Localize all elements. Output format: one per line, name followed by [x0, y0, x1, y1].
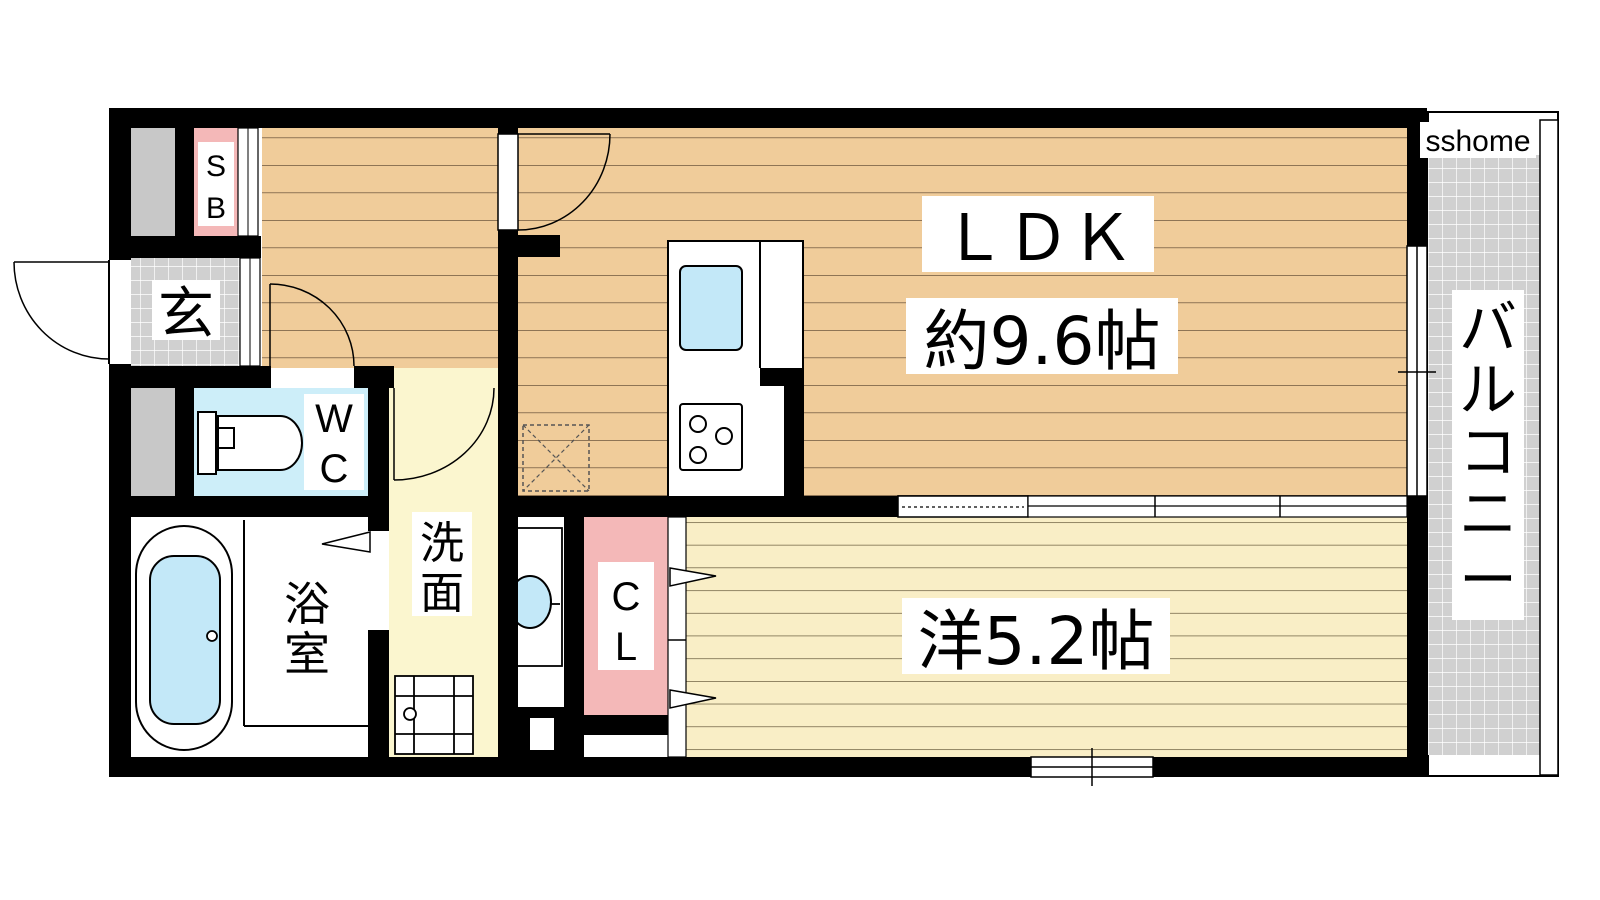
balcony-label-char-2: ル — [1459, 356, 1517, 424]
bathtub — [135, 525, 233, 751]
upper-corridor-floor — [262, 128, 500, 368]
watermark-text: sshome — [1425, 125, 1530, 158]
ldk-size-label: 約9.6帖 — [924, 303, 1161, 380]
ldk-label: ＬＤＫ — [942, 202, 1134, 276]
window-balcony — [1398, 245, 1436, 497]
entrance-door — [13, 260, 110, 364]
balcony-label-char-4: ニ — [1459, 480, 1517, 548]
refrigerator-space — [522, 424, 590, 492]
toilet-fixture — [197, 411, 303, 475]
toilet-label-line2: C — [320, 447, 349, 491]
shoe-box-label-line1: S — [206, 150, 226, 183]
storage-gray-upper — [131, 128, 175, 238]
balcony-label-char-5: ー — [1459, 546, 1517, 614]
balcony-label-char-1: バ — [1459, 294, 1517, 362]
closet-label-line2: L — [615, 625, 637, 669]
entrance-label: 玄 — [158, 282, 214, 347]
bathroom-label-line2: 室 — [284, 627, 330, 681]
sliding-partition — [897, 495, 1408, 518]
bathroom-label-line1: 浴 — [284, 577, 330, 631]
washroom-label-line1: 洗 — [420, 518, 464, 569]
balcony-label-char-3: コ — [1459, 418, 1517, 486]
storage-gray-lower — [131, 388, 175, 496]
walls — [109, 108, 1427, 777]
toilet-label-line1: W — [315, 397, 353, 441]
ldk-door — [497, 133, 611, 231]
shoe-box-label-line2: B — [206, 192, 226, 225]
washroom-door — [393, 387, 495, 481]
washroom-label-line2: 面 — [420, 568, 464, 619]
closet-label-line1: C — [612, 575, 641, 619]
western-room-label: 洋5.2帖 — [918, 603, 1155, 680]
washing-machine-pan — [394, 675, 474, 755]
window-south — [1030, 748, 1154, 786]
toilet-door — [269, 283, 355, 367]
